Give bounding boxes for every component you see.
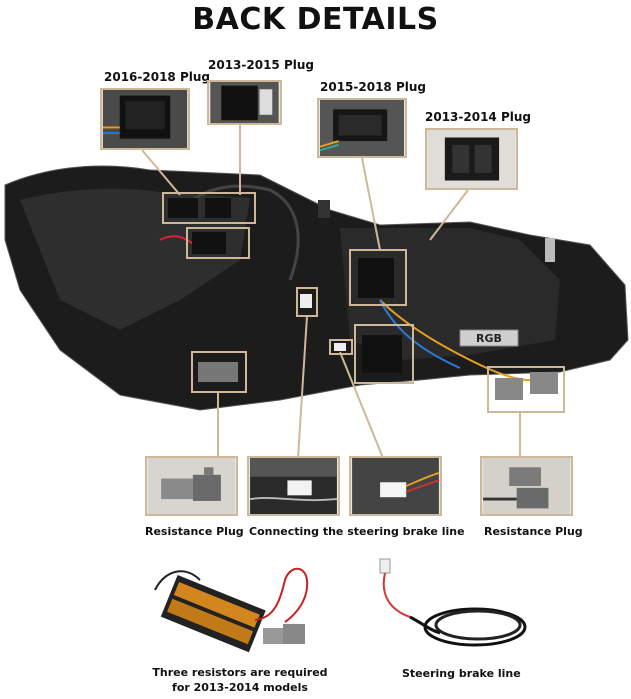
plug-shape — [300, 294, 312, 308]
plug-shape — [168, 198, 198, 218]
plug-2015-2018-photo — [317, 98, 407, 158]
mount-post — [318, 200, 330, 218]
plug-2013-2015-photo — [207, 80, 282, 125]
plug-shape — [530, 372, 558, 394]
resistance-plug-left-photo — [145, 456, 238, 516]
resistors-caption-line2: for 2013-2014 models — [172, 681, 308, 694]
plug-shape — [358, 258, 394, 298]
plug-2015-2018-label: 2015-2018 Plug — [320, 80, 426, 94]
plug-shape — [495, 378, 523, 400]
steering-connection-photo-2 — [349, 456, 442, 516]
steering-brake-line-caption: Steering brake line — [402, 667, 521, 680]
callout-lines — [141, 122, 521, 459]
lamp-wrap-highlight — [20, 188, 250, 330]
mount-post — [545, 238, 555, 262]
resistance-plug-right-photo — [480, 456, 573, 516]
resistance-plug-right-caption: Resistance Plug — [484, 525, 583, 538]
plug-shape — [362, 335, 402, 373]
steering-brake-line-illustration — [379, 558, 527, 647]
plug-shape — [205, 198, 231, 218]
plug-2016-2018-photo — [100, 88, 190, 150]
steering-connection-photo-1 — [247, 456, 340, 516]
plug-2013-2014-photo — [425, 128, 518, 190]
plug-2016-2018-label: 2016-2018 Plug — [104, 70, 210, 84]
resistor-module-illustration — [154, 567, 309, 653]
plug-2013-2014-label: 2013-2014 Plug — [425, 110, 531, 124]
wire — [178, 184, 300, 281]
resistance-plug-left-caption: Resistance Plug — [145, 525, 244, 538]
plug-2013-2015-label: 2013-2015 Plug — [208, 58, 314, 72]
wire — [379, 299, 461, 369]
connecting-steering-caption: Connecting the steering brake line — [249, 525, 465, 538]
lamp-right-panel — [340, 228, 560, 360]
plug-shape — [192, 232, 226, 254]
rgb-text: RGB — [476, 332, 502, 345]
page-title: BACK DETAILS — [192, 2, 439, 37]
highlight-boxes — [162, 192, 565, 413]
plug-shape — [198, 362, 238, 382]
resistors-caption-line1: Three resistors are required — [152, 666, 328, 679]
resistors-caption: Three resistors are required for 2013-20… — [150, 665, 330, 695]
plug-shape — [334, 343, 346, 351]
rgb-label — [459, 329, 519, 347]
